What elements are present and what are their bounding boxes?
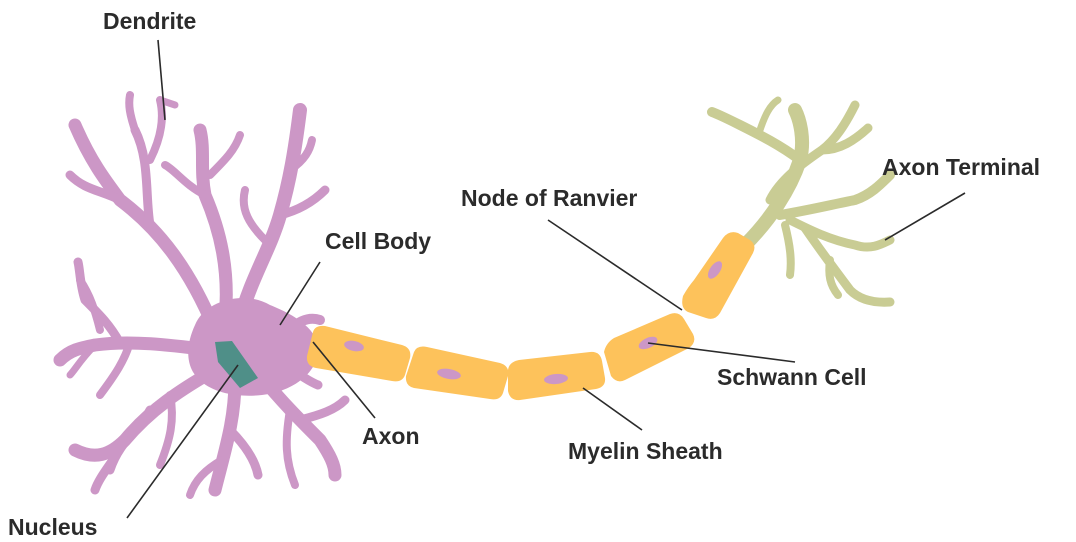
cell-body <box>188 298 318 396</box>
cell-body-label: Cell Body <box>325 230 431 253</box>
axon-label: Axon <box>362 425 420 448</box>
dendrite-label: Dendrite <box>103 10 196 33</box>
node-of-ranvier-label: Node of Ranvier <box>461 187 637 210</box>
myelin-sheath-leader <box>583 388 642 430</box>
dendrites <box>60 95 345 495</box>
schwann-cell-label: Schwann Cell <box>717 366 867 389</box>
node-of-ranvier-leader <box>548 220 682 310</box>
myelin-sheath-label: Myelin Sheath <box>568 440 723 463</box>
axon-terminal-label: Axon Terminal <box>882 156 1040 179</box>
axon-terminal-leader <box>885 193 965 240</box>
myelin-sheath <box>307 232 755 400</box>
nucleus-label: Nucleus <box>8 516 97 539</box>
schwann-cell <box>682 232 754 319</box>
